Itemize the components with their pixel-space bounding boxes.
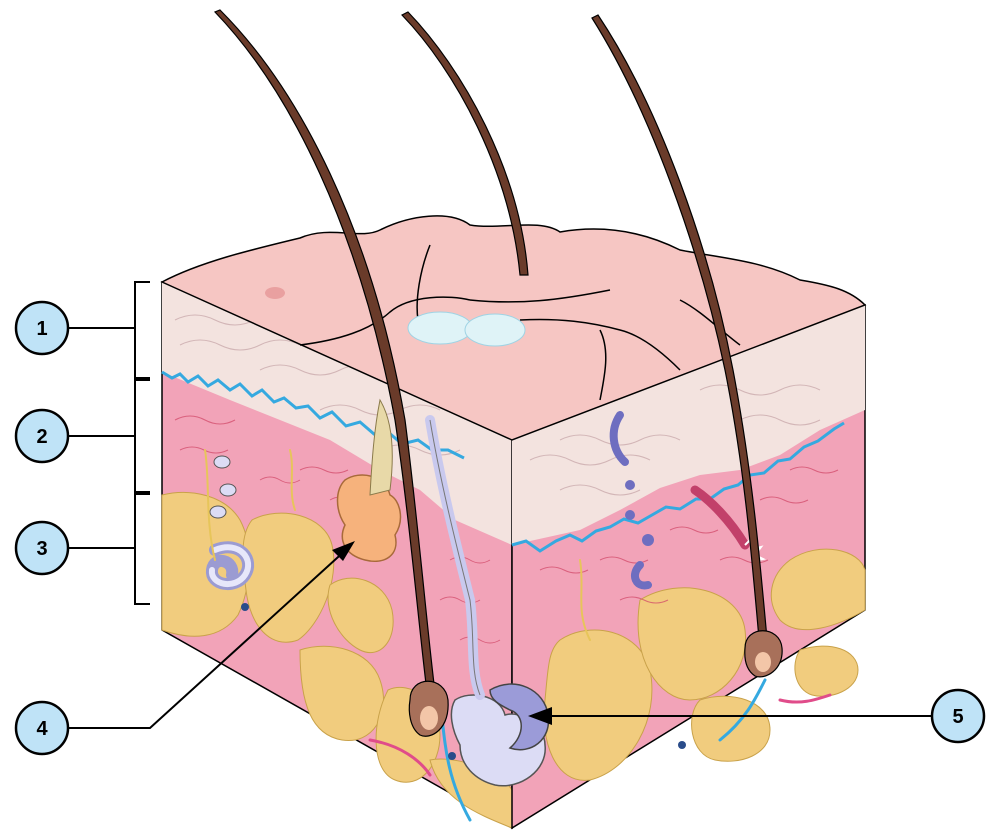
callout-label: 4	[36, 718, 48, 740]
callout-1[interactable]: 1	[16, 302, 68, 354]
callout-3[interactable]: 3	[16, 522, 68, 574]
callout-label: 3	[36, 538, 47, 560]
bracket-1	[135, 282, 150, 378]
callout-label: 1	[36, 318, 47, 340]
callout-label: 5	[952, 706, 963, 728]
callout-label: 2	[36, 426, 47, 448]
bracket-3	[135, 494, 150, 604]
pore	[265, 287, 285, 299]
sweat-pore	[408, 312, 472, 344]
bracket-2	[135, 380, 150, 492]
callout-2[interactable]: 2	[16, 410, 68, 462]
layer-brackets	[135, 282, 150, 604]
callout-4[interactable]: 4	[16, 702, 68, 754]
callout-5[interactable]: 5	[932, 690, 984, 742]
sweat-pore	[465, 314, 525, 346]
